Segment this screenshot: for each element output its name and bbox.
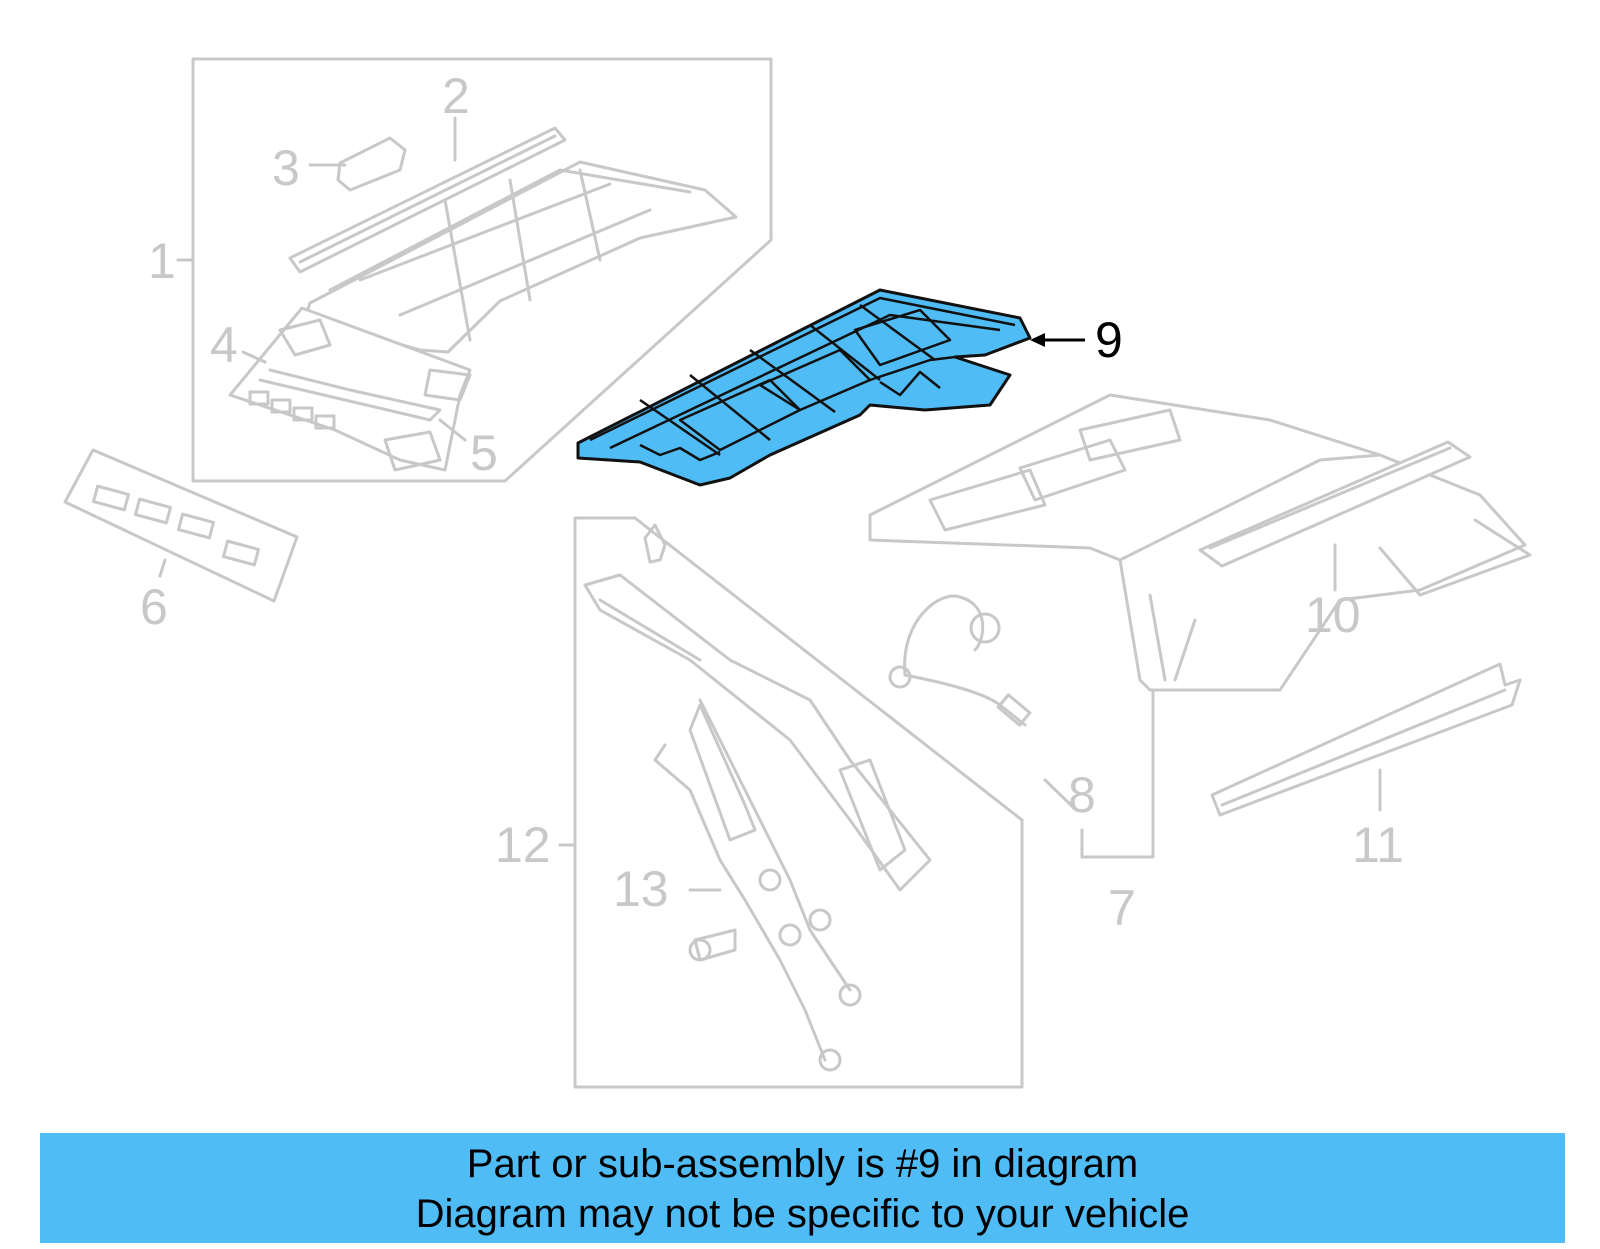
callout-13: 13 <box>613 861 669 917</box>
part-6-panel <box>63 448 299 603</box>
box-assembly-12 <box>573 516 1024 1089</box>
callout-12: 12 <box>495 817 551 873</box>
parts-diagram: 1 2 3 4 5 6 7 8 9 10 11 12 13 <box>63 57 1532 1089</box>
callout-7: 7 <box>1108 880 1136 936</box>
box-assembly-1 <box>191 57 773 483</box>
callout-11: 11 <box>1352 817 1404 873</box>
part-8-cable <box>888 594 1032 727</box>
callout-6: 6 <box>140 579 168 635</box>
callout-1: 1 <box>148 233 176 289</box>
banner-line-1: Part or sub-assembly is #9 in diagram <box>466 1142 1139 1186</box>
callout-4: 4 <box>210 317 238 373</box>
info-banner: Part or sub-assembly is #9 in diagram Di… <box>40 1133 1565 1243</box>
callout-5: 5 <box>470 425 498 481</box>
part-7-roof <box>868 393 1532 692</box>
leader-lines <box>176 116 1382 892</box>
part-9-highlighted <box>576 288 1032 487</box>
callout-10: 10 <box>1305 587 1361 643</box>
callout-9: 9 <box>1095 312 1123 368</box>
callout-8: 8 <box>1068 767 1096 823</box>
callout-3: 3 <box>272 140 300 196</box>
part-11-strip <box>1210 662 1522 817</box>
callout-2: 2 <box>442 68 470 124</box>
banner-line-2: Diagram may not be specific to your vehi… <box>415 1192 1190 1236</box>
callouts: 1 2 3 4 5 6 7 8 9 10 11 12 13 <box>140 68 1404 936</box>
